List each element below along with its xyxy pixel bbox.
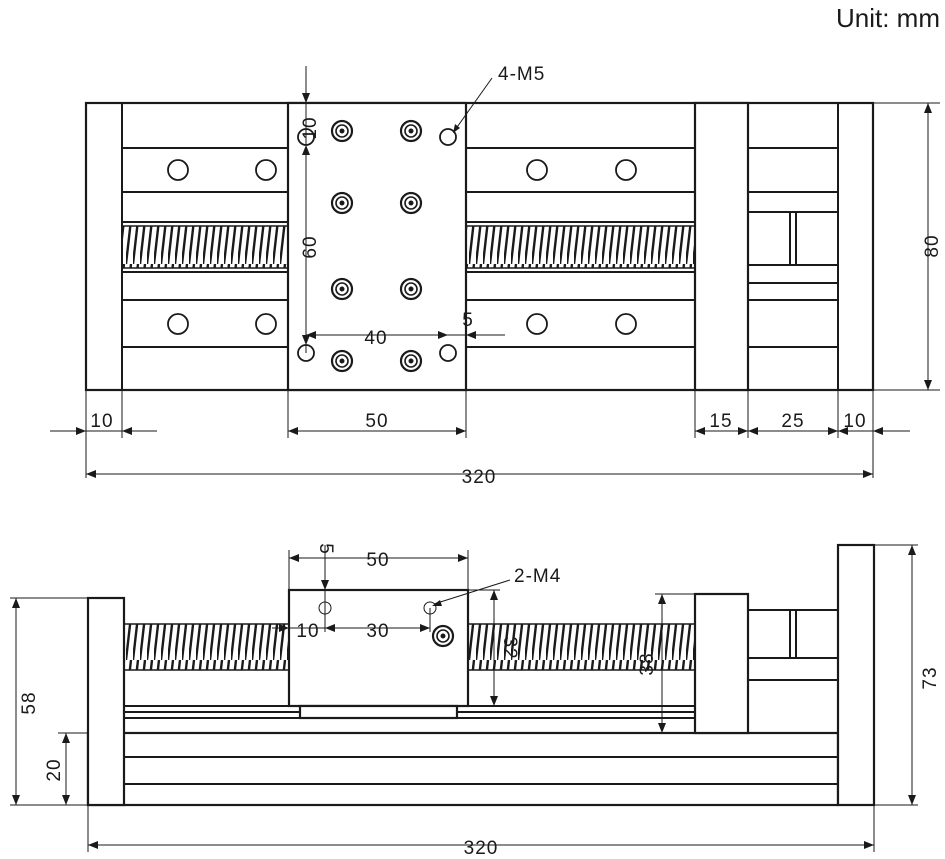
rail-holes [167, 159, 637, 335]
lead-screw-right [465, 225, 696, 269]
dim-overall-length-top: 320 [462, 467, 497, 488]
dim-end-plate-left: 10 [90, 411, 113, 432]
side-rail-height-dim [58, 732, 88, 805]
side-left-end-plate [86, 596, 126, 807]
top-hole-callout: 4-M5 [498, 64, 545, 85]
unit-label: Unit: mm [836, 3, 940, 33]
carriage-bolts [330, 119, 423, 373]
side-dim-overall-length: 320 [464, 838, 499, 859]
side-dim-hole-offset: 10 [296, 621, 319, 642]
side-lead-screw-left [123, 623, 291, 671]
side-bolt [431, 624, 455, 648]
lead-screw-left [121, 225, 289, 269]
carriage [286, 101, 468, 392]
side-dim-screw-height: 38 [637, 652, 658, 675]
top-view: 4-M5 10 60 40 5 [50, 64, 943, 488]
side-dim-table-height: 58 [19, 691, 40, 714]
side-right-end-plate [836, 543, 876, 807]
side-overall-height-dim [874, 544, 918, 806]
top-width-dim [873, 102, 940, 391]
side-overall-length-dim [87, 805, 875, 852]
side-dim-hole-edge-offset: 5 [315, 543, 336, 555]
carriage-internal-dims [302, 66, 505, 353]
dim-hole-pitch-y: 60 [300, 235, 321, 258]
m4-leader-line [433, 579, 511, 605]
motor-mount [748, 147, 838, 348]
dim-hole-pitch-x: 40 [364, 328, 387, 349]
right-rail-section [465, 147, 696, 348]
dim-hole-edge-offset-y: 10 [300, 116, 321, 139]
side-carriage-height-dim [468, 589, 500, 706]
side-dim-rail-height: 20 [44, 758, 65, 781]
side-motor-mount [748, 609, 838, 681]
dim-end-block: 15 [709, 411, 732, 432]
side-dim-carriage-width: 50 [366, 550, 389, 571]
dim-overall-width: 80 [922, 234, 943, 257]
dim-motor-mount: 25 [781, 411, 804, 432]
top-bottom-dim-chain [50, 390, 910, 478]
side-hole-callout: 2-M4 [514, 566, 561, 587]
side-dim-carriage-height: 32 [499, 636, 520, 659]
side-view: 50 5 2-M4 10 30 32 [10, 543, 941, 859]
side-top-dims [288, 545, 469, 608]
dim-carriage-width: 50 [365, 411, 388, 432]
side-table-height-dim [10, 597, 88, 806]
dim-hole-edge-offset-x: 5 [462, 310, 474, 331]
side-hole-dims [272, 608, 431, 632]
side-dim-hole-pitch: 30 [366, 621, 389, 642]
side-carriage [287, 588, 470, 708]
side-end-block [693, 592, 750, 735]
m5-leader-line [454, 77, 493, 131]
carriage-slider [298, 704, 459, 720]
dim-end-plate-right: 10 [843, 411, 866, 432]
side-screw-height-dim [655, 593, 695, 733]
base-extrusion [86, 731, 840, 807]
side-dim-overall-height: 73 [920, 666, 941, 689]
end-block [693, 101, 750, 392]
